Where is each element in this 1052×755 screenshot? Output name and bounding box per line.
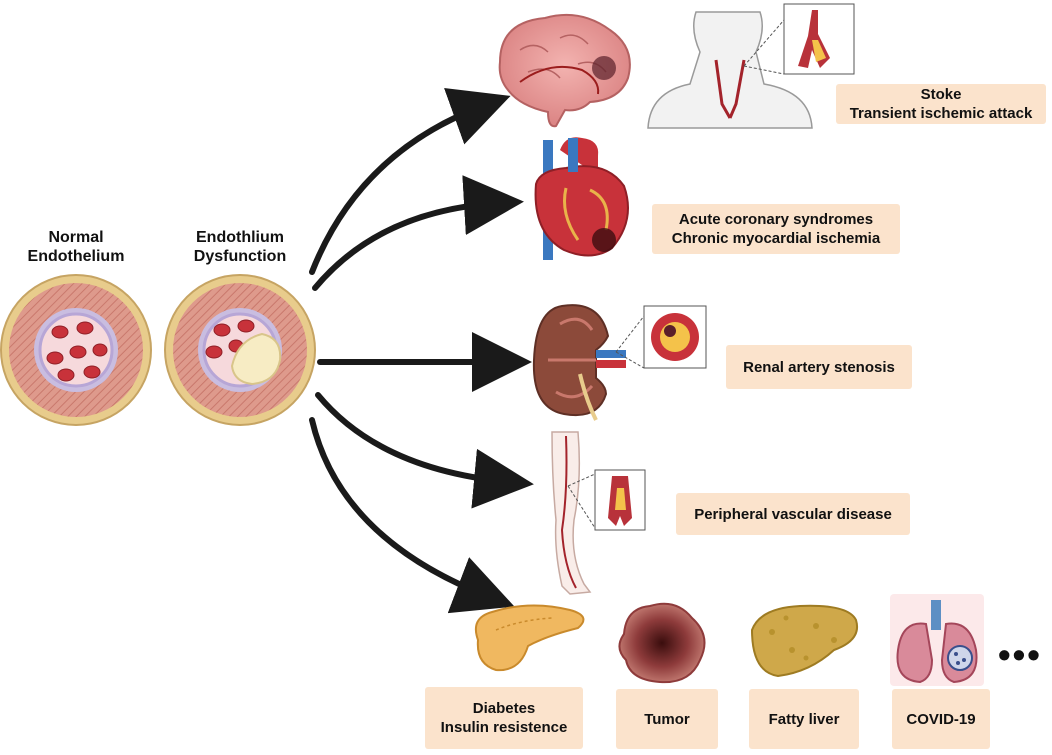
more-indicator: ••• xyxy=(998,634,1042,675)
normal-title-line2: Endothelium xyxy=(27,248,125,265)
label-peripheral: Peripheral vascular disease xyxy=(676,493,910,535)
plaque-icon xyxy=(230,332,282,386)
normal-title-line1: Normal xyxy=(48,229,104,246)
diabetes-line1: Diabetes xyxy=(472,700,536,717)
pancreas-icon xyxy=(474,604,585,672)
label-tumor: Tumor xyxy=(616,689,718,749)
arrow-to-heart xyxy=(312,175,524,291)
tumor-line1: Tumor xyxy=(644,710,690,728)
lungs-icon xyxy=(890,594,984,686)
covid-line1: COVID-19 xyxy=(906,710,976,728)
arrows xyxy=(309,87,534,614)
leg-artery-icon xyxy=(551,431,646,595)
dysfunction-title-line2: Dysfunction xyxy=(193,248,287,265)
brain-icon xyxy=(498,13,631,128)
label-stroke: Stoke Transient ischemic attack xyxy=(836,84,1046,124)
coronary-line1: Acute coronary syndromes xyxy=(678,211,874,228)
neck-artery-icon xyxy=(647,3,855,129)
normal-endothelium-title: Normal Endothelium xyxy=(6,228,146,266)
dysfunction-title: Endothlium Dysfunction xyxy=(170,228,310,266)
arrow-to-bottom-organs xyxy=(309,417,515,614)
peripheral-line1: Peripheral vascular disease xyxy=(694,505,892,523)
liver-icon xyxy=(750,604,858,678)
stroke-line2: Transient ischemic attack xyxy=(849,105,1033,122)
tumor-icon xyxy=(618,602,706,684)
heart-icon xyxy=(534,137,629,260)
diabetes-line2: Insulin resistence xyxy=(440,719,568,736)
label-fatty-liver: Fatty liver xyxy=(749,689,859,749)
fatty-liver-line1: Fatty liver xyxy=(768,710,840,728)
label-coronary: Acute coronary syndromes Chronic myocard… xyxy=(652,204,900,254)
coronary-line2: Chronic myocardial ischemia xyxy=(671,230,881,247)
kidney-icon xyxy=(532,304,707,421)
stroke-line1: Stoke xyxy=(920,86,962,103)
dysfunction-title-line1: Endothlium xyxy=(196,229,284,246)
renal-line1: Renal artery stenosis xyxy=(743,358,895,376)
arrow-to-leg xyxy=(315,392,534,509)
label-covid: COVID-19 xyxy=(892,689,990,749)
normal-vessel-icon xyxy=(0,274,152,426)
label-diabetes: Diabetes Insulin resistence xyxy=(425,687,583,749)
arrow-to-brain xyxy=(309,87,511,275)
label-renal: Renal artery stenosis xyxy=(726,345,912,389)
dysfunction-vessel-icon xyxy=(164,274,316,426)
